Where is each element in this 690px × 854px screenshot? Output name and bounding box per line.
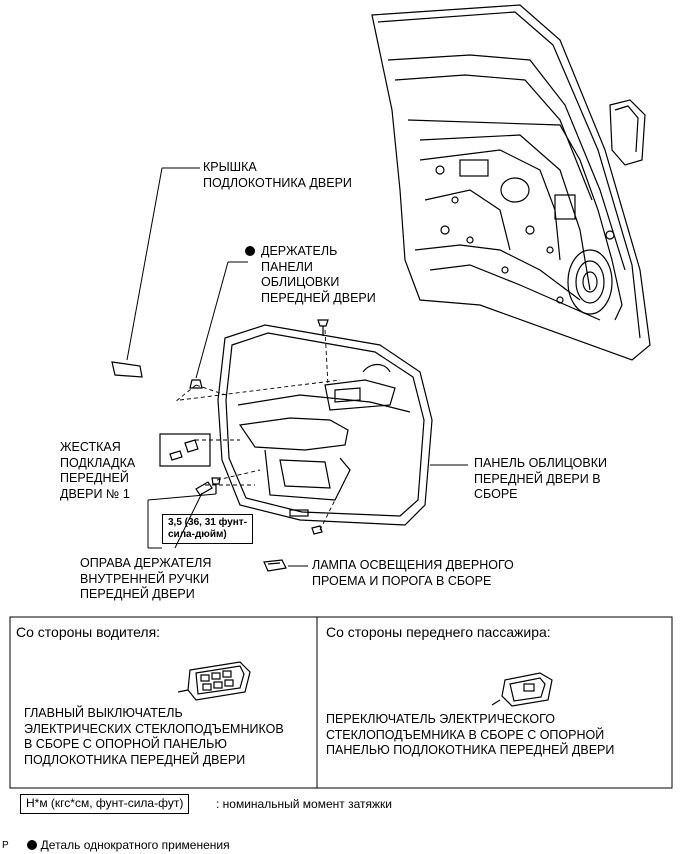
courtesy-lamp-label: ЛАМПА ОСВЕЩЕНИЯ ДВЕРНОГО ПРОЕМА И ПОРОГА… (312, 558, 514, 588)
driver-master-switch-illustration (177, 661, 251, 701)
armrest-cover-part (111, 167, 200, 378)
trim-board-label: ПАНЕЛЬ ОБЛИЦОВКИ ПЕРЕДНЕЙ ДВЕРИ В СБОРЕ (474, 456, 607, 501)
side-table-grid (9, 616, 673, 789)
non-reusable-legend: Деталь однократного применения (20, 822, 230, 853)
courtesy-lamp-part (263, 559, 308, 572)
stiffener-pad-part (159, 433, 211, 467)
non-reusable-legend-dot-icon (26, 839, 37, 850)
driver-switch-label: ГЛАВНЫЙ ВЫКЛЮЧАТЕЛЬ ЭЛЕКТРИЧЕСКИХ СТЕКЛО… (24, 706, 284, 767)
passenger-switch-label: ПЕРЕКЛЮЧАТЕЛЬ ЭЛЕКТРИЧЕСКОГО СТЕКЛОПОДЪЕ… (326, 712, 615, 757)
trim-panel-part (217, 324, 433, 526)
lower-screw (147, 477, 221, 548)
trim-retainer-label: ДЕРЖАТЕЛЬ ПАНЕЛИ ОБЛИЦОВКИ ПЕРЕДНЕЙ ДВЕР… (245, 244, 376, 305)
assembly-guide-lines (174, 329, 341, 531)
non-reusable-dot-icon (245, 246, 255, 256)
corner-mark: P (2, 840, 9, 851)
trim-retainer-clip (189, 261, 248, 389)
door-frame-illustration (371, 4, 651, 361)
bottom-screw (311, 525, 323, 535)
top-screw (317, 319, 329, 336)
handle-bezel-part (174, 481, 213, 549)
torque-spec-box: 3,5 (36, 31 фунт- сила-дюйм) (162, 514, 254, 544)
stiffener-pad-label: ЖЕСТКАЯ ПОДКЛАДКА ПЕРЕДНЕЙ ДВЕРИ № 1 (60, 440, 136, 501)
passenger-side-header: Со стороны переднего пассажира: (326, 624, 551, 640)
non-reusable-legend-text: Деталь однократного применения (40, 837, 230, 852)
driver-side-header: Со стороны водителя: (16, 624, 161, 640)
trim-retainer-text: ДЕРЖАТЕЛЬ ПАНЕЛИ ОБЛИЦОВКИ ПЕРЕДНЕЙ ДВЕР… (261, 244, 376, 305)
armrest-cover-label: КРЫШКА ПОДЛОКОТНИКА ДВЕРИ (203, 160, 352, 190)
passenger-switch-illustration (491, 672, 553, 707)
torque-unit-legend: Н*м (кгс*см, фунт-сила-фут) (20, 794, 190, 814)
torque-unit-description: : номинальный момент затяжки (216, 797, 392, 811)
handle-bezel-label: ОПРАВА ДЕРЖАТЕЛЯ ВНУТРЕННЕЙ РУЧКИ ПЕРЕДН… (80, 556, 212, 601)
